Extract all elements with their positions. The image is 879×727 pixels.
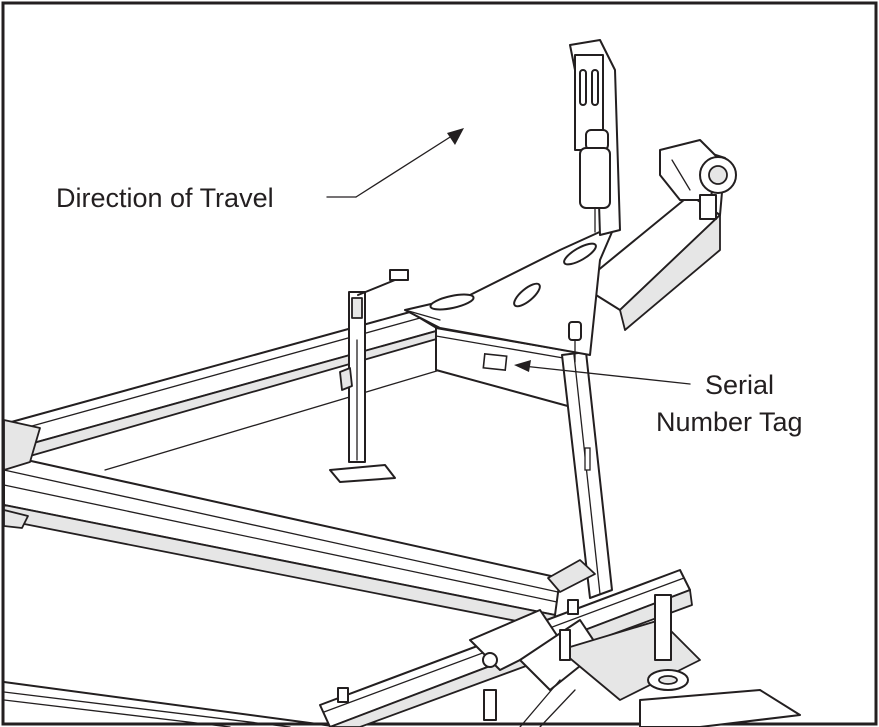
floor-line: [104, 369, 441, 471]
upright-mast: [569, 39, 621, 236]
serial-label-line1: Serial: [705, 370, 774, 400]
right-diagonal-rail: [561, 351, 613, 599]
direction-arrow: [326, 128, 464, 198]
suspension-assembly: [469, 594, 801, 727]
serial-leader: [514, 360, 691, 385]
hitch-coupler: [659, 139, 737, 220]
serial-number-tag: [482, 353, 508, 371]
top-plate: [404, 224, 616, 356]
direction-of-travel-label: Direction of Travel: [56, 183, 274, 213]
lower-main-beam: [3, 454, 561, 629]
plate-pin: [568, 321, 582, 363]
junction-gusset: [547, 559, 596, 593]
tongue-jack: [329, 269, 409, 483]
left-lower-cap: [3, 509, 29, 529]
left-beam-cap: [3, 419, 41, 471]
serial-label-line2: Number Tag: [656, 407, 803, 437]
bottom-left-rail: [3, 681, 341, 727]
